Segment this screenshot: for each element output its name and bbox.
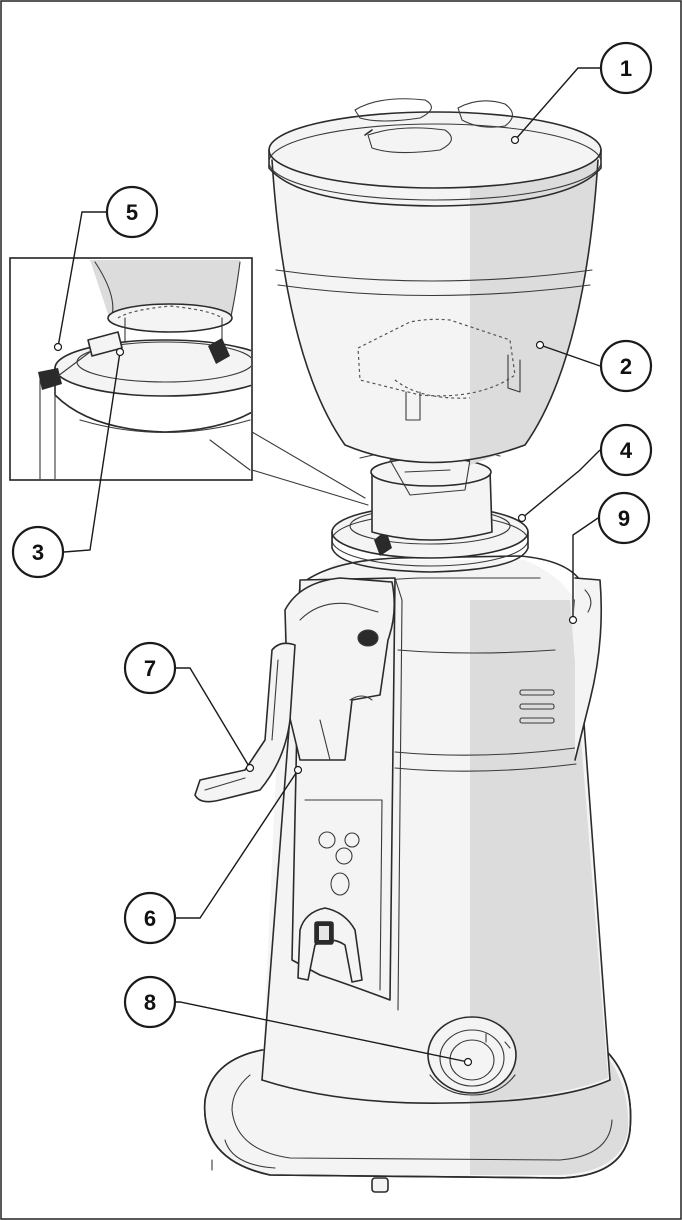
callout-2-label: 2 [620,354,632,379]
callout-3: 3 [11,347,125,579]
callout-8-label: 8 [144,990,156,1015]
hopper-lid [268,98,602,207]
callout-5-label: 5 [126,200,138,225]
discharge-spout [284,577,396,761]
callout-9-label: 9 [618,506,630,531]
callout-6: 6 [123,765,303,945]
callout-6-label: 6 [144,906,156,931]
callout-4: 4 [517,423,653,523]
callout-9: 9 [568,491,651,625]
callout-7-label: 7 [144,656,156,681]
callout-2: 2 [535,339,653,393]
callout-7: 7 [123,641,255,773]
bean-hopper [271,159,599,465]
hopper-neck [359,445,501,541]
side-panel [574,577,603,761]
grind-knob [427,1016,517,1096]
callout-5: 5 [53,185,159,352]
callout-1-label: 1 [620,56,632,81]
callout-1: 1 [510,41,653,145]
callout-4-label: 4 [620,438,633,463]
callout-8: 8 [123,975,473,1067]
inset-detail [9,257,369,506]
callout-3-label: 3 [32,540,44,565]
dosing-lever [194,642,296,803]
